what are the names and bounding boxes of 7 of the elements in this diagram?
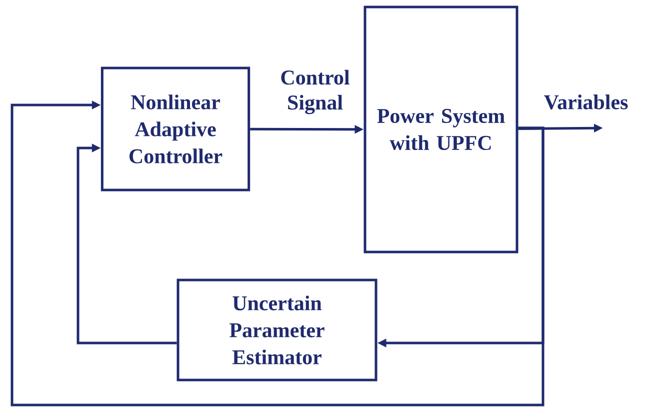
process-box: Nonlinear Adaptive Controller [100, 66, 250, 192]
process-box: Power System with UPFC [364, 6, 518, 254]
arrow [76, 144, 177, 344]
edge-label: Variables [544, 94, 628, 110]
edge-label: Control Signal [281, 70, 350, 114]
process-box: Uncertain Parameter Estimator [176, 278, 378, 382]
arrow [10, 100, 544, 406]
